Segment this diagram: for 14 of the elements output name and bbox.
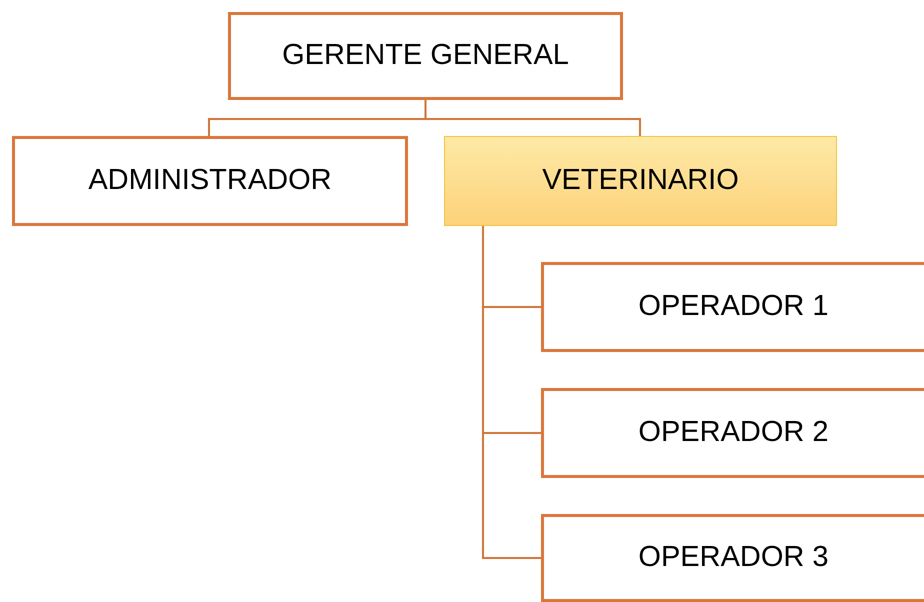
org-box (541, 262, 924, 352)
org-box (444, 136, 837, 226)
connector-line (424, 100, 641, 136)
org-box (228, 12, 623, 100)
connector-line (482, 226, 541, 559)
org-box (541, 514, 924, 602)
role-label: VETERINARIO (542, 163, 739, 198)
role-label: GERENTE GENERAL (282, 38, 569, 74)
org-box (541, 388, 924, 478)
role-label: ADMINISTRADOR (88, 163, 332, 198)
role-label: OPERADOR 3 (638, 540, 830, 576)
role-label: OPERADOR 1 (638, 289, 830, 324)
role-label: OPERADOR 2 (638, 415, 830, 450)
org-box (12, 136, 408, 226)
